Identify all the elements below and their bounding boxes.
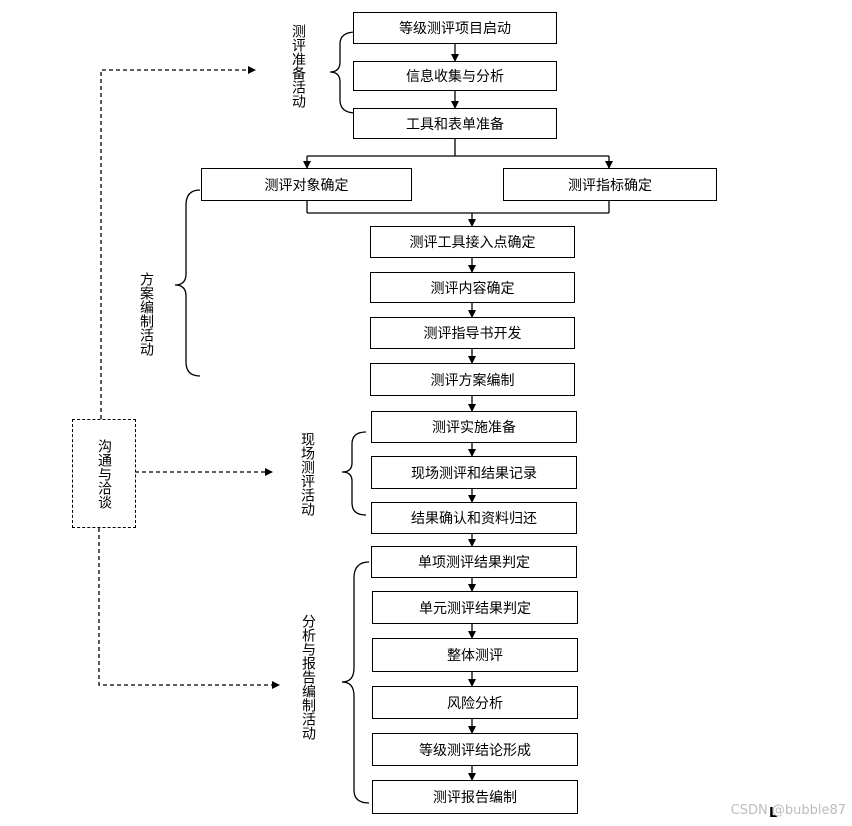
step-confirm-return: 结果确认和资料归还 <box>371 502 577 534</box>
dash-to-prep <box>100 66 256 419</box>
step-unit-judgement: 单元测评结果判定 <box>372 591 578 624</box>
communication-label: 沟通与洽谈 <box>96 438 112 509</box>
step-info-collection: 信息收集与分析 <box>353 61 557 91</box>
step-target-determination: 测评对象确定 <box>201 168 412 201</box>
step-project-start: 等级测评项目启动 <box>353 12 557 44</box>
step-content-determination: 测评内容确定 <box>370 272 575 303</box>
step-guide-development: 测评指导书开发 <box>370 317 575 349</box>
watermark: CSDN @bubble87 <box>730 803 846 818</box>
brace-plan <box>174 189 201 377</box>
dash-to-report <box>98 528 280 689</box>
brace-onsite <box>341 431 367 516</box>
step-indicator-determination: 测评指标确定 <box>503 168 717 201</box>
phase-label-onsite: 现场测评活动 <box>299 432 315 516</box>
step-plan-compilation: 测评方案编制 <box>370 363 575 396</box>
brace-report <box>341 561 370 804</box>
step-item-judgement: 单项测评结果判定 <box>371 546 577 578</box>
step-tools-forms-prep: 工具和表单准备 <box>353 108 557 139</box>
step-overall-evaluation: 整体测评 <box>372 638 578 672</box>
step-access-point: 测评工具接入点确定 <box>370 226 575 258</box>
step-onsite-recording: 现场测评和结果记录 <box>371 456 577 489</box>
step-risk-analysis: 风险分析 <box>372 686 578 719</box>
phase-label-prep: 测评准备活动 <box>290 24 306 108</box>
step-implementation-prep: 测评实施准备 <box>371 411 577 443</box>
communication-box: 沟通与洽谈 <box>72 419 136 528</box>
phase-label-plan: 方案编制活动 <box>138 272 154 356</box>
phase-label-report: 分析与报告编制活动 <box>300 614 316 740</box>
brace-prep <box>329 31 357 114</box>
step-conclusion: 等级测评结论形成 <box>372 733 578 766</box>
step-report-compilation: 测评报告编制 <box>372 780 578 814</box>
corner-mark: L <box>769 806 778 821</box>
